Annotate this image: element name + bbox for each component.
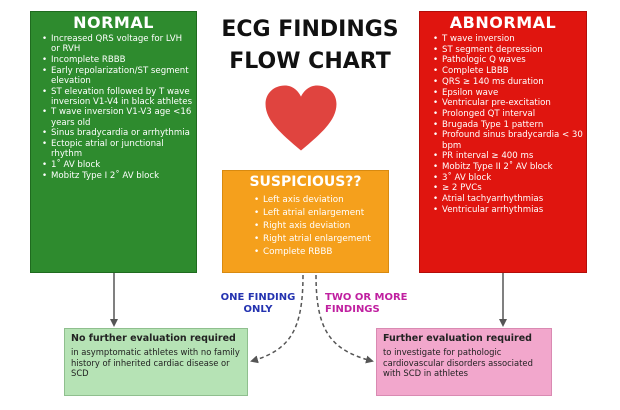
list-item: Profound sinus bradycardia < 30 bpm [433,130,583,150]
list-item: Epsilon wave [433,88,583,98]
list-item: Early repolarization/ST segment elevatio… [42,66,193,86]
list-item: 3˚ AV block [433,173,583,183]
list-item: Prolonged QT interval [433,109,583,119]
two-findings-dashed-arrow [315,274,374,364]
list-item: Increased QRS voltage for LVH or RVH [42,34,193,54]
suspicious-box: SUSPICIOUS?? Left axis deviation Left at… [222,170,389,273]
list-item: Right axis deviation [254,220,388,233]
no-eval-heading: No further evaluation required [71,333,236,344]
suspicious-header: SUSPICIOUS?? [249,174,362,190]
abnormal-box: ABNORMAL T wave inversion ST segment dep… [419,11,587,273]
one-finding-dashed-arrow [250,274,304,364]
list-item: Mobitz Type II 2˚ AV block [433,162,583,172]
no-further-evaluation-box: No further evaluation required in asympt… [64,328,248,396]
one-finding-label: ONE FINDING ONLY [220,292,296,315]
list-item: Ectopic atrial or junctional rhythm [42,139,193,159]
list-item: Brugada Type 1 pattern [433,120,583,130]
list-item: Ventricular arrhythmias [433,205,583,215]
list-item: Incomplete RBBB [42,55,193,65]
list-item: Pathologic Q waves [433,55,583,65]
suspicious-list: Left axis deviation Left atrial enlargem… [223,194,388,259]
abnormal-list: T wave inversion ST segment depression P… [420,34,586,215]
two-findings-label: TWO OR MORE FINDINGS [325,292,408,315]
list-item: QRS ≥ 140 ms duration [433,77,583,87]
list-item: PR interval ≥ 400 ms [433,151,583,161]
normal-header: NORMAL [73,13,154,32]
abnormal-header: ABNORMAL [449,13,557,32]
chart-title: ECG FINDINGS FLOW CHART [221,17,399,74]
further-eval-heading: Further evaluation required [383,333,532,344]
list-item: 1˚ AV block [42,160,193,170]
list-item: T wave inversion [433,34,583,44]
list-item: ST segment depression [433,45,583,55]
list-item: Sinus bradycardia or arrhythmia [42,128,193,138]
no-eval-text: in asymptomatic athletes with no family … [71,347,240,378]
normal-list: Increased QRS voltage for LVH or RVH Inc… [31,34,196,181]
further-evaluation-box: Further evaluation required to investiga… [376,328,552,396]
list-item: Complete RBBB [254,246,388,259]
list-item: Left atrial enlargement [254,207,388,220]
normal-box: NORMAL Increased QRS voltage for LVH or … [30,11,197,273]
list-item: ST elevation followed by T wave inversio… [42,87,193,107]
further-eval-text: to investigate for pathologic cardiovasc… [383,347,533,378]
list-item: T wave inversion V1-V3 age <16 years old [42,107,193,127]
list-item: Ventricular pre-excitation [433,98,583,108]
list-item: Complete LBBB [433,66,583,76]
list-item: Atrial tachyarrhythmias [433,194,583,204]
list-item: Right atrial enlargement [254,233,388,246]
heart-icon [265,85,337,151]
list-item: ≥ 2 PVCs [433,183,583,193]
list-item: Mobitz Type I 2˚ AV block [42,171,193,181]
list-item: Left axis deviation [254,194,388,207]
